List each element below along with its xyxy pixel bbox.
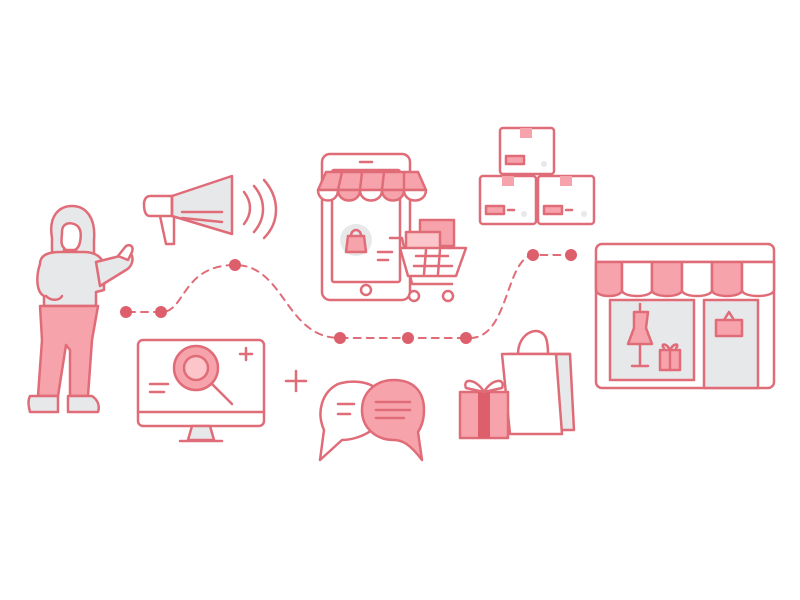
shopping-cart-icon (388, 218, 468, 303)
path-dot (334, 332, 346, 344)
storefront-icon (594, 242, 776, 390)
megaphone-icon (142, 174, 278, 246)
path-dot (155, 306, 167, 318)
path-dot (402, 332, 414, 344)
path-dot (120, 306, 132, 318)
journey-path (120, 249, 577, 344)
plus-icon (284, 369, 308, 393)
phone-shop-icon (316, 152, 428, 302)
gift-box-icon (458, 379, 510, 440)
monitor-search-icon (136, 338, 266, 443)
path-dot (565, 249, 577, 261)
shopping-bags-icon (500, 329, 576, 436)
person-icon (27, 204, 134, 414)
path-dot (460, 332, 472, 344)
chat-bubbles-icon (318, 378, 426, 462)
package-boxes-icon (478, 126, 596, 226)
path-dot (229, 259, 241, 271)
path-dot (527, 249, 539, 261)
